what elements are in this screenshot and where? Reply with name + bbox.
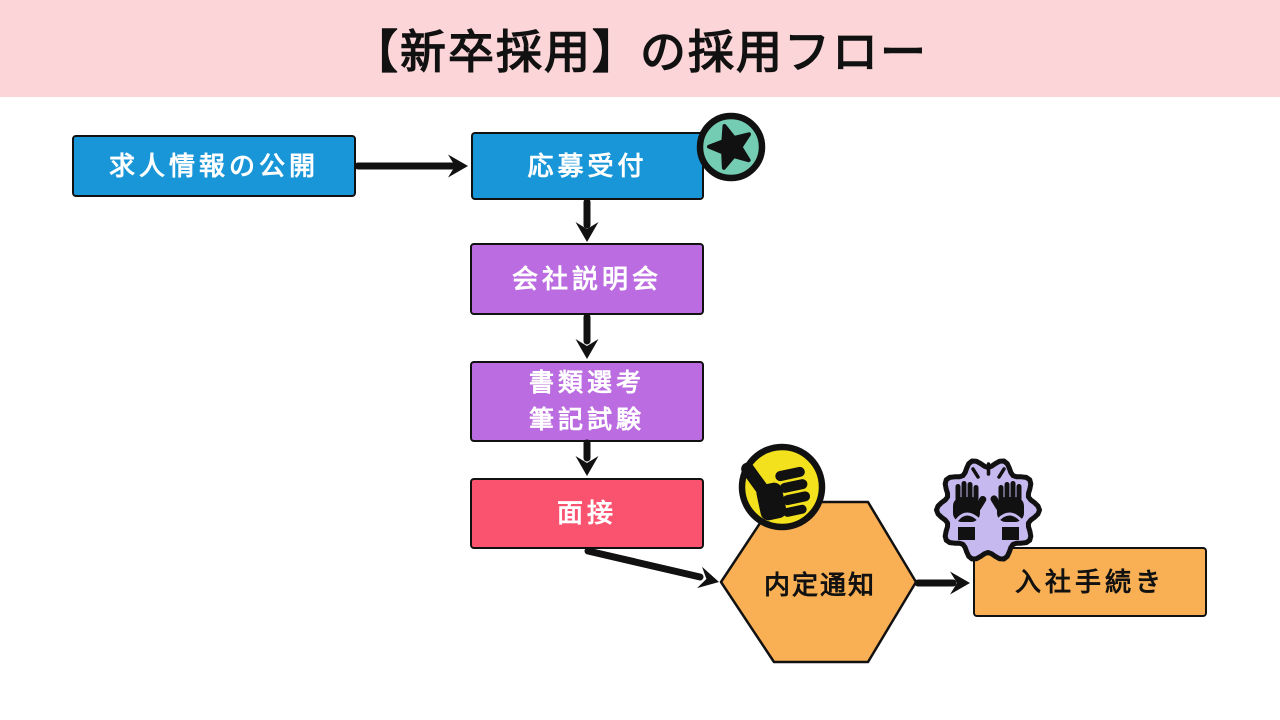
arrow-interview-to-offer [584,547,719,589]
flow-step-offer-notification-label: 内定通知 [763,569,876,600]
flow-step-label: 応募受付 [527,150,648,181]
arrow-offer-to-onboarding [914,571,970,595]
arrow-job-posting-to-application [354,154,468,178]
flow-step-job-posting: 求人情報の公開 [72,135,356,197]
flow-step-label: 書類選考 [528,369,645,398]
arrow-application-to-info-session [575,198,599,242]
flow-step-label: 筆記試験 [528,405,645,434]
page-title: 【新卒採用】の採用フロー [352,25,928,78]
flow-step-label: 会社説明会 [511,263,662,294]
flow-step-label: 入社手続き [1014,566,1165,597]
arrow-info-session-to-screening [575,313,599,359]
thumbs-up-icon [738,443,826,531]
star-icon [696,112,766,182]
arrow-screening-to-interview [575,439,599,476]
flow-step-company-info-session: 会社説明会 [470,243,704,315]
flow-step-interview: 面接 [470,478,704,549]
flow-step-label: 求人情報の公開 [108,150,319,181]
flow-step-document-screening: 書類選考 筆記試験 [470,361,704,442]
flow-step-label: 面接 [556,498,617,528]
flow-step-onboarding-procedures: 入社手続き [973,547,1207,617]
raised-hands-icon [934,458,1042,562]
flow-step-application-intake: 応募受付 [471,132,704,200]
title-banner: 【新卒採用】の採用フロー [0,0,1280,97]
